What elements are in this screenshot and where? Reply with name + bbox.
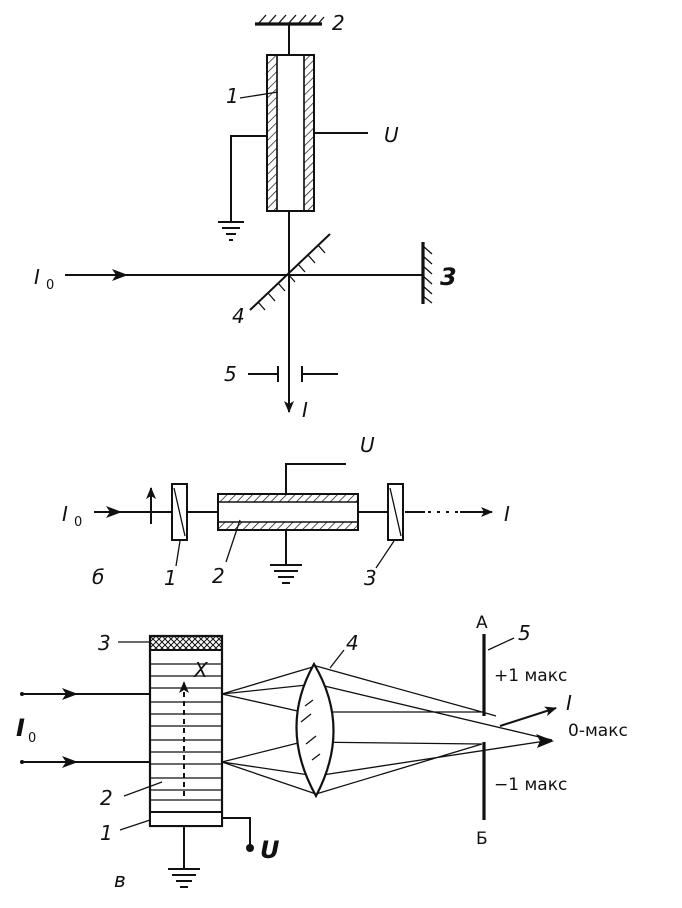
label-voltage-a: U <box>384 123 399 147</box>
label-output-c: I <box>566 691 572 715</box>
lens <box>295 661 335 799</box>
label-voltage-c: U <box>260 836 280 864</box>
label-analyzer: 3 <box>364 566 377 590</box>
label-aperture: 5 <box>224 362 237 386</box>
label-crystal: 2 <box>212 564 225 588</box>
label-transducer: 3 <box>98 631 111 655</box>
polarizer <box>171 483 188 541</box>
label-input-sub-c: 0 <box>28 731 36 746</box>
label-axis-x: X <box>193 658 209 682</box>
label-screen-top: А <box>476 613 488 633</box>
label-input-sub-a: 0 <box>46 278 54 293</box>
voltage-lead-c <box>222 817 251 846</box>
panel-c: X 3 2 1 I 0 4 <box>16 613 628 892</box>
crystal <box>217 493 359 531</box>
diffracted-rays <box>221 665 553 795</box>
label-voltage-b: U <box>360 433 375 457</box>
label-mirror-right: 3 <box>440 263 457 291</box>
label-screen-bottom: Б <box>476 829 488 849</box>
label-input-c: I <box>16 714 25 742</box>
voltage-terminal <box>246 844 254 852</box>
label-input-a: I <box>34 265 40 289</box>
modulator-cell <box>266 54 315 212</box>
output-beam-c <box>499 706 557 727</box>
mirror-right <box>421 242 433 304</box>
ground-a <box>218 135 267 241</box>
label-base: 1 <box>100 821 113 845</box>
ground-c <box>168 826 200 888</box>
label-zero-max: 0-макс <box>568 721 628 741</box>
label-screen: 5 <box>518 621 531 645</box>
panel-b: I 0 1 2 U <box>62 433 510 590</box>
beamsplitter <box>249 233 331 311</box>
label-modulator: 1 <box>226 84 239 108</box>
label-beamsplitter: 4 <box>232 304 245 328</box>
label-output-b: I <box>504 502 510 526</box>
label-minus-max: −1 макс <box>494 775 567 795</box>
label-polarizer: 1 <box>164 566 177 590</box>
mirror-top <box>255 14 325 26</box>
label-output-a: I <box>302 398 308 422</box>
panel-letter-c: в <box>114 868 126 892</box>
acousto-optic-cell <box>148 634 224 828</box>
label-input-sub-b: 0 <box>74 515 82 530</box>
panel-letter-b: б <box>92 565 104 589</box>
label-medium: 2 <box>100 786 113 810</box>
label-lens: 4 <box>346 631 359 655</box>
label-input-b: I <box>62 502 68 526</box>
ground-b <box>270 530 302 584</box>
label-plus-max: +1 макс <box>494 666 567 686</box>
aperture <box>248 366 338 382</box>
voltage-lead-b <box>285 463 346 494</box>
analyzer <box>387 483 404 541</box>
label-mirror-top: 2 <box>332 11 345 35</box>
panel-a: 2 1 U I 0 <box>34 11 457 422</box>
